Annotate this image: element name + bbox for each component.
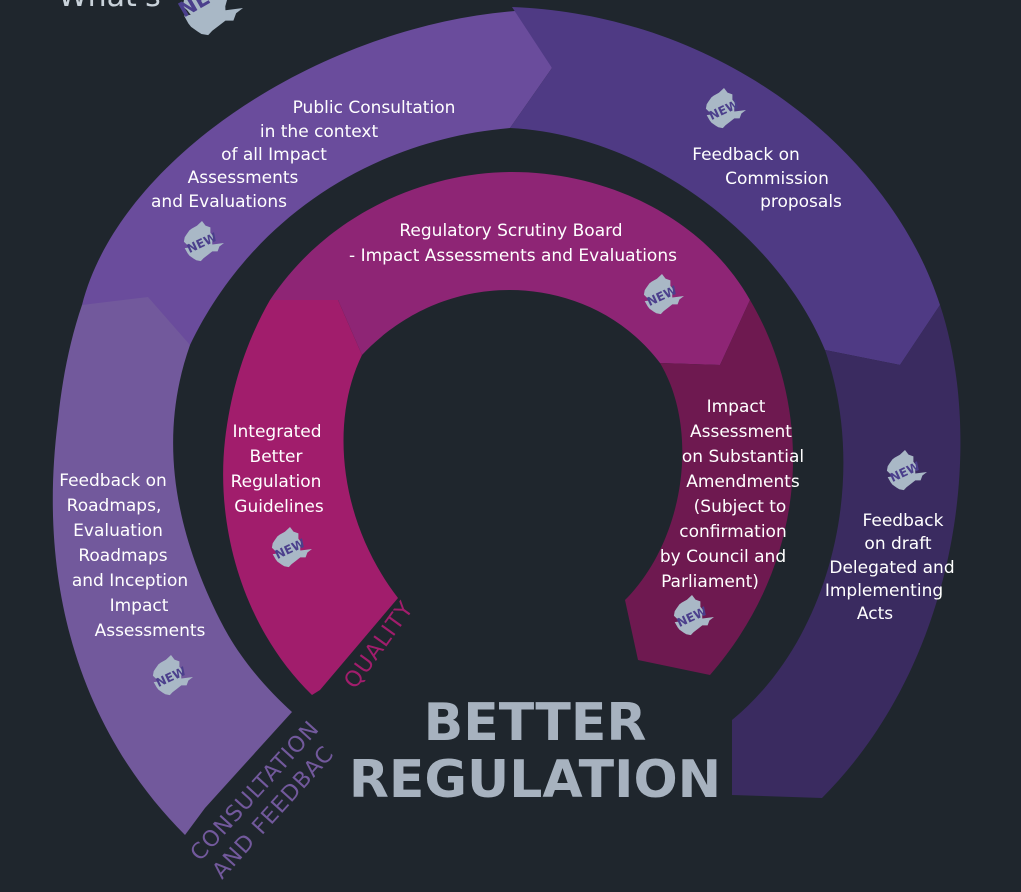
header-new-badge: NEW xyxy=(174,0,243,36)
label-line: in the context xyxy=(260,122,379,142)
segment-outer-right xyxy=(732,305,961,798)
label-line: and Inception xyxy=(72,571,188,591)
label-scrutiny-board: Regulatory Scrutiny Board - Impact Asses… xyxy=(349,221,677,266)
label-line: of all Impact xyxy=(221,145,327,165)
label-line: Regulation xyxy=(231,472,322,492)
label-line: Assessments xyxy=(188,168,299,188)
label-feedback-delegated: Feedback on draft Delegated and Implemen… xyxy=(825,511,955,624)
label-line: Assessment xyxy=(690,422,792,442)
label-public-consultation: Public Consultation in the context of al… xyxy=(151,98,455,212)
header-text: What's xyxy=(58,0,161,14)
label-line: Impact xyxy=(707,397,766,417)
segment-outer-left xyxy=(52,297,292,835)
label-line: Roadmaps xyxy=(78,546,167,566)
label-line: Feedback xyxy=(863,511,944,531)
label-line: Guidelines xyxy=(234,497,324,517)
label-feedback-commission: Feedback on Commission proposals xyxy=(692,145,842,212)
title-line-2: REGULATION xyxy=(349,750,721,810)
segment-outer-top-left xyxy=(82,10,552,345)
label-line: Regulatory Scrutiny Board xyxy=(399,221,622,241)
title-line-1: BETTER xyxy=(424,693,647,753)
label-line: Better xyxy=(250,447,303,467)
label-line: Parliament) xyxy=(661,572,759,592)
label-impact-amendments: Impact Assessment on Substantial Amendme… xyxy=(660,397,804,592)
label-line: Implementing xyxy=(825,581,943,601)
label-line: on Substantial xyxy=(682,447,804,467)
label-line: (Subject to xyxy=(694,497,787,517)
label-line: confirmation xyxy=(679,522,786,542)
label-line: Public Consultation xyxy=(293,98,456,118)
label-line: Impact xyxy=(110,596,169,616)
segment-outer-top-right xyxy=(510,7,940,365)
label-feedback-roadmaps: Feedback on Roadmaps, Evaluation Roadmap… xyxy=(59,471,205,641)
segment-inner-left xyxy=(223,300,398,695)
label-line: Integrated xyxy=(232,422,321,442)
label-guidelines: Integrated Better Regulation Guidelines xyxy=(231,422,324,517)
label-line: Roadmaps, xyxy=(67,496,162,516)
segment-inner-right xyxy=(625,300,794,675)
label-line: Delegated and xyxy=(829,558,954,578)
label-line: by Council and xyxy=(660,547,786,567)
label-line: on draft xyxy=(864,534,931,554)
label-line: Commission xyxy=(725,169,829,189)
label-line: Feedback on xyxy=(692,145,800,165)
label-line: Amendments xyxy=(686,472,800,492)
segment-inner-top xyxy=(270,172,750,365)
label-line: proposals xyxy=(760,192,842,212)
label-line: and Evaluations xyxy=(151,192,287,212)
label-line: Assessments xyxy=(95,621,206,641)
label-line: Acts xyxy=(857,604,893,624)
label-line: Feedback on xyxy=(59,471,167,491)
label-line: Evaluation xyxy=(73,521,163,541)
label-line: - Impact Assessments and Evaluations xyxy=(349,246,677,266)
